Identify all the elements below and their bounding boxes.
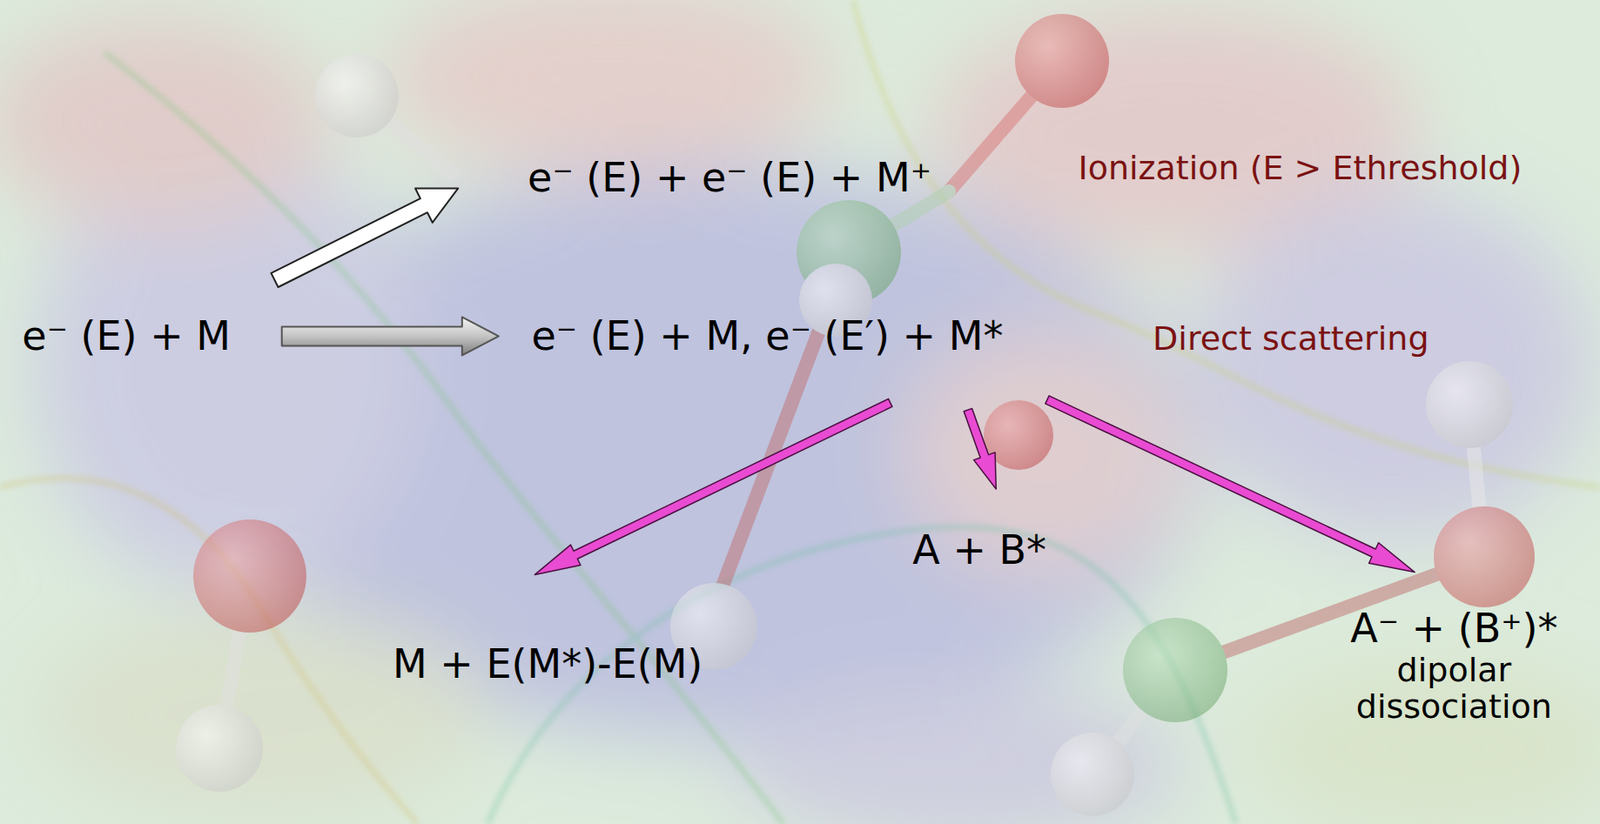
color-blob [0,17,331,227]
hydrogen-atom [175,705,263,793]
reaction-formula: e⁻ (E) + M [21,312,231,361]
reaction-formula: A⁻ + (B⁺)* [1323,605,1585,653]
carbon-atom [1122,618,1228,723]
formula-node: A⁻ + (B⁺)*dipolar dissociation [1317,603,1590,728]
formula-node: e⁻ (E) + M [16,310,236,363]
reaction-formula: M + E(M*)-E(M) [392,640,703,689]
molecule-model [175,13,1535,817]
process-label: Direct scattering [1149,317,1432,360]
block-arrow [1045,396,1415,573]
color-blob [905,330,1184,575]
color-blob [34,609,488,819]
reaction-formula: e⁻ (E) + e⁻ (E) + M⁺ [527,154,932,202]
block-arrow [282,316,499,356]
formula-node: e⁻ (E) + M, e⁻ (E′) + M* [525,310,1009,363]
oxygen-atom [1015,13,1110,108]
reaction-formula: A + B* [912,526,1047,575]
contour-line [0,477,418,824]
color-blob [1192,191,1594,540]
block-arrow [270,188,458,288]
hydrogen-atom [1050,732,1135,817]
block-arrow [963,408,996,490]
block-arrow [534,398,893,575]
reaction-formula: e⁻ (E) + M, e⁻ (E′) + M* [531,312,1003,361]
process-label: Ionization (E > Ethreshold) [1074,147,1526,189]
color-blob [383,0,836,175]
formula-node: e⁻ (E) + e⁻ (E) + M⁺ [522,152,937,204]
oxygen-atom [1433,506,1535,608]
color-blob [731,687,1184,824]
formula-node: M + E(M*)-E(M) [387,638,708,691]
oxygen-atom [193,519,307,633]
hydrogen-atom [1425,361,1513,449]
formula-node: A + B* [907,524,1052,577]
hydrogen-atom [315,53,399,138]
process-note: dipolar dissociation [1323,652,1585,727]
